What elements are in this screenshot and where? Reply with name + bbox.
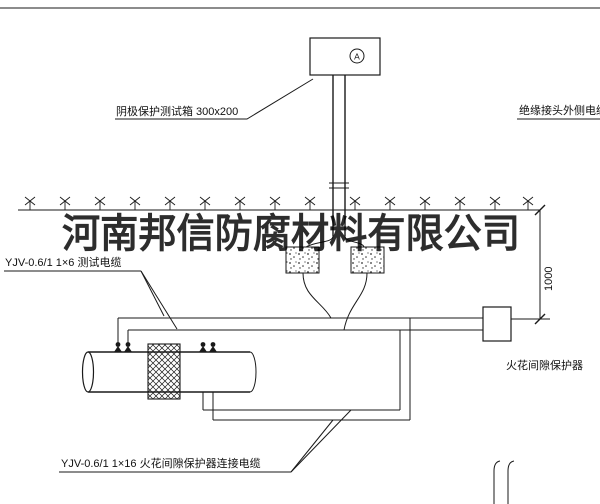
test-box: A	[309, 37, 381, 76]
insulating-joint	[147, 343, 181, 400]
test-box-pole	[329, 75, 349, 236]
label-test-box: 阴极保护测试箱 300x200	[116, 104, 238, 118]
label-protector-cable: YJV-0.6/1 1×16 火花间隙保护器连接电缆	[61, 456, 261, 470]
ground-symbols	[24, 196, 534, 211]
label-protector-cable-group: YJV-0.6/1 1×16 火花间隙保护器连接电缆	[59, 409, 352, 473]
label-test-box-group: 阴极保护测试箱 300x200	[115, 78, 314, 120]
spark-gap-protector	[482, 306, 512, 342]
dimension-text: 1000	[543, 267, 555, 291]
dimension-line: 1000	[511, 204, 555, 325]
pipe-right-cap	[249, 351, 257, 393]
test-cable-run	[117, 317, 483, 345]
watermark-text: 河南邦信防腐材料有限公司	[62, 211, 520, 256]
pipe-riser-symbol	[493, 460, 515, 504]
label-insulated-joint-cable: 绝缘接头外侧电缆	[519, 103, 600, 117]
label-test-cable: YJV-0.6/1 1×6 测试电缆	[5, 256, 121, 269]
label-spark-gap-protector: 火花间隙保护器	[506, 358, 583, 372]
label-test-cable-group: YJV-0.6/1 1×6 测试电缆	[4, 256, 178, 330]
anchor-block-right	[350, 246, 385, 274]
anchor-block-left	[285, 246, 320, 274]
underground-cables	[302, 235, 368, 331]
protector-cable-run	[202, 318, 411, 421]
label-joint-cable-group: 绝缘接头外侧电缆	[517, 103, 600, 120]
terminal-letter: A	[354, 52, 360, 62]
terminal-circle	[349, 48, 365, 64]
pipe-left-cap	[81, 351, 95, 393]
cable-connection-dots	[114, 342, 217, 352]
